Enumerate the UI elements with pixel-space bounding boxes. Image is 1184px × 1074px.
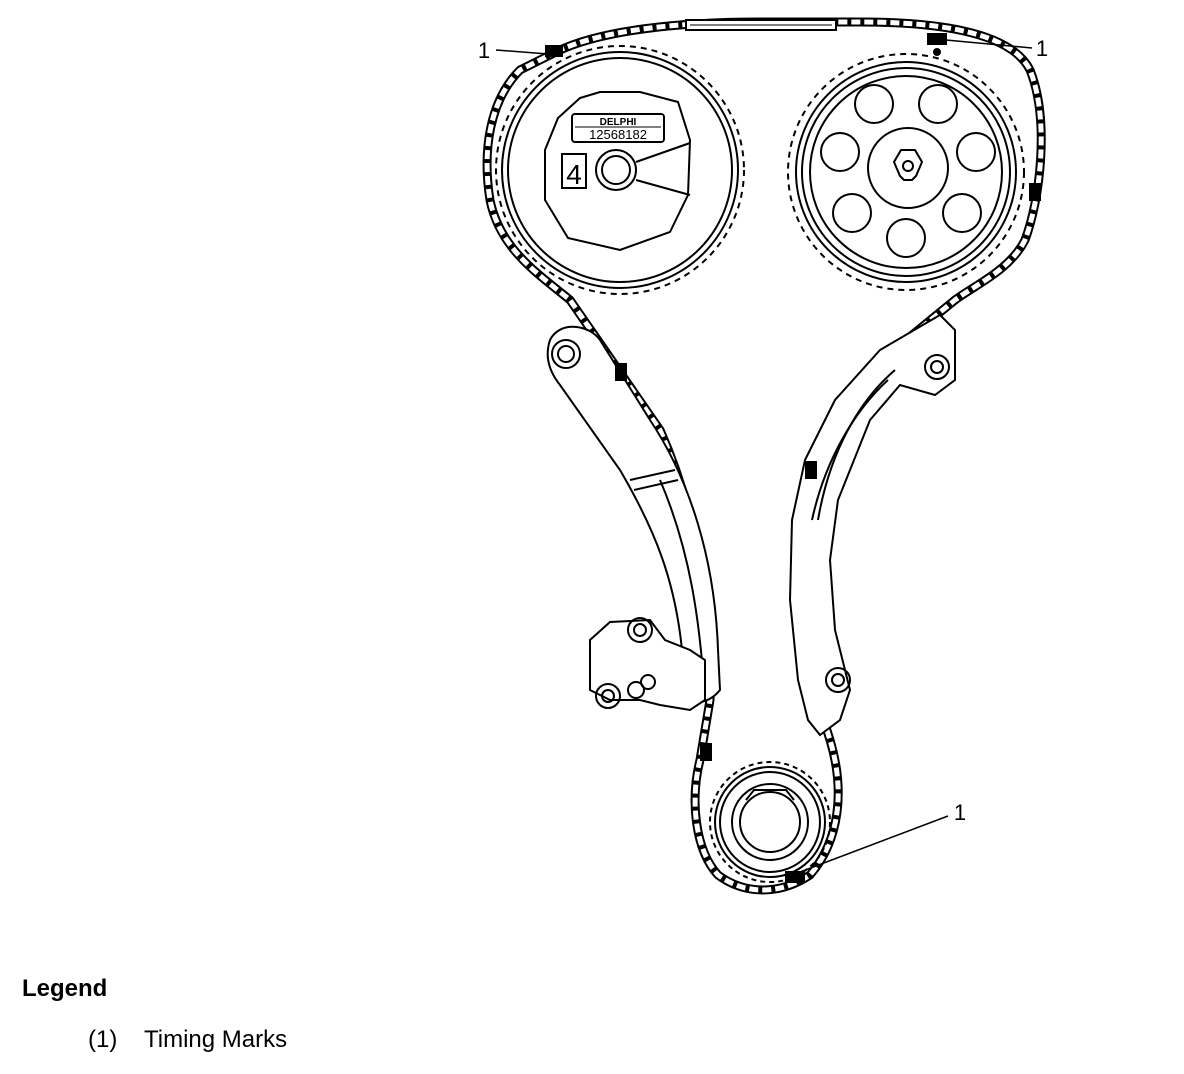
timing-chain-diagram: DELPHI 12568182 4 1 1 1 xyxy=(478,17,1048,895)
timing-mark-link xyxy=(615,363,627,381)
sprocket-hole xyxy=(854,84,894,124)
callout-leader-crank xyxy=(799,815,949,873)
callout-cam-left: 1 xyxy=(478,38,490,63)
legend-item-number: (1) xyxy=(88,1026,118,1053)
sprocket-hole xyxy=(956,132,996,172)
chain-tensioner xyxy=(589,617,706,712)
callout-cam-right: 1 xyxy=(1036,36,1048,61)
sprocket-hole xyxy=(942,193,982,233)
callout-crank: 1 xyxy=(954,800,966,825)
crankshaft-sprocket xyxy=(709,761,831,883)
timing-mark-link xyxy=(805,461,817,479)
right-cam-sprocket xyxy=(787,48,1025,291)
digit-box xyxy=(561,153,587,189)
sprocket-hole xyxy=(832,193,872,233)
timing-mark-link xyxy=(785,871,805,883)
sprocket-digit: 4 xyxy=(566,159,582,190)
timing-mark-link xyxy=(545,45,563,57)
sprocket-hole xyxy=(820,132,860,172)
legend-item-label: Timing Marks xyxy=(144,1026,288,1053)
left-cam-sprocket xyxy=(495,45,745,295)
sprocket-brand-text: DELPHI xyxy=(600,117,637,128)
callout-leader-cam-left xyxy=(495,49,549,55)
right-sprocket-hub xyxy=(867,127,949,209)
legend-item: (1) Timing Marks xyxy=(88,1026,287,1054)
timing-mark-link xyxy=(1029,183,1041,201)
legend-title: Legend xyxy=(22,975,108,1002)
timing-mark-link xyxy=(700,743,712,761)
callout-leader-cam-right xyxy=(945,39,1033,49)
right-chain-guide xyxy=(788,313,956,737)
keyhole-icon xyxy=(892,149,924,181)
timing-mark-link xyxy=(927,33,947,45)
sprocket-hole xyxy=(918,84,958,124)
part-label-plate xyxy=(571,113,665,143)
left-sprocket-hub xyxy=(595,149,637,191)
sprocket-hole xyxy=(886,218,926,258)
sprocket-part-number: 12568182 xyxy=(589,127,647,142)
